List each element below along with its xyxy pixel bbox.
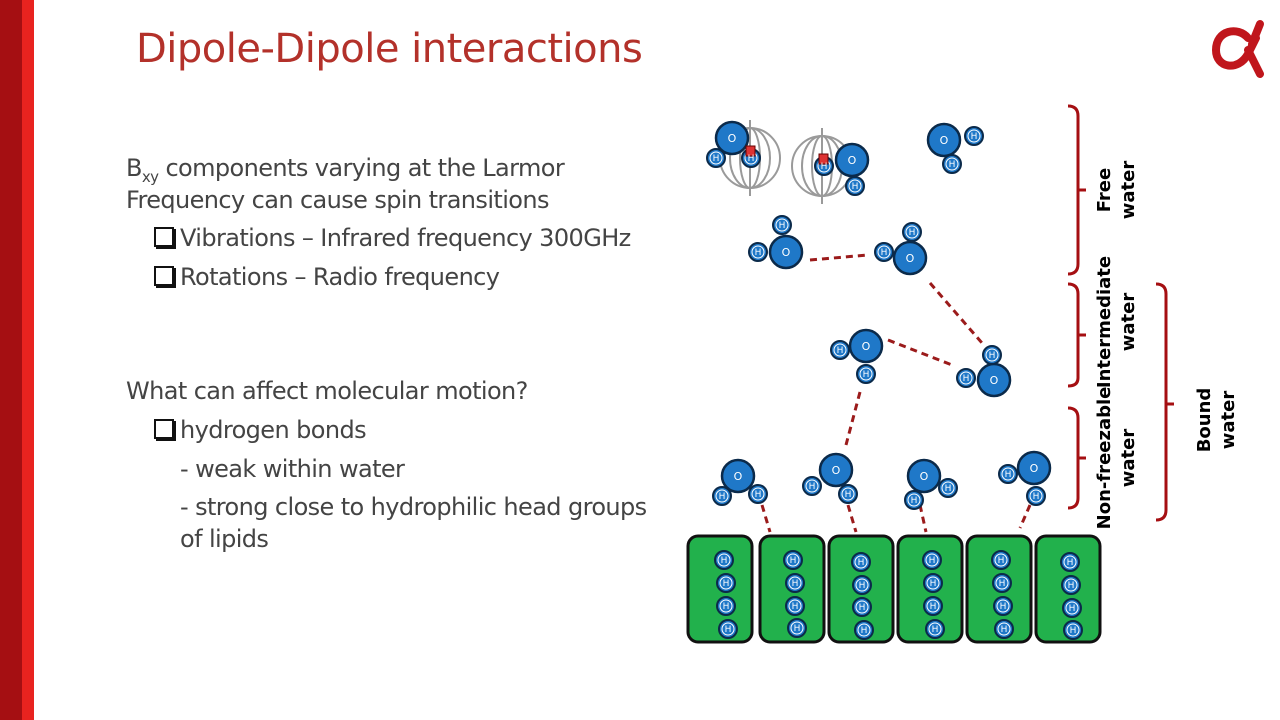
accent-bar-light	[22, 0, 34, 720]
hydrogen-label: H	[859, 603, 866, 613]
hydrogen-label: H	[1068, 581, 1075, 591]
hydrogen-labels: H H H H H H H H H H H H H H H H H H H H H H H H H H H H H H H H H H H H H H H H…	[713, 132, 1077, 636]
hydrogen-label: H	[858, 558, 865, 568]
alpha-logo-icon	[1211, 20, 1264, 78]
hydrogen-label: H	[949, 160, 956, 170]
hydrogen-label: H	[821, 162, 828, 172]
bullet-rotations: Rotations – Radio frequency	[154, 263, 500, 291]
hydrogen-label: H	[755, 490, 762, 500]
hydrogen-label: H	[911, 496, 918, 506]
label-bound-1: Bound	[1194, 388, 1215, 453]
hydrogen-label: H	[721, 556, 728, 566]
oxygen-label: O	[990, 374, 999, 387]
hydrogen-label: H	[748, 154, 755, 164]
oxygen-label: O	[848, 154, 857, 167]
sub-weak: - weak within water	[180, 455, 405, 483]
question-text: What can affect molecular motion?	[126, 377, 528, 405]
label-intermediate-2: water	[1118, 293, 1139, 352]
hydrogen-label: H	[713, 154, 720, 164]
sub-strong-line1: - strong close to hydrophilic head group…	[180, 493, 647, 521]
accent-bar-dark	[0, 0, 22, 720]
hydrogen-label: H	[971, 132, 978, 142]
hydrogen-label: H	[1070, 626, 1077, 636]
slide-title: Dipole-Dipole interactions	[136, 26, 643, 72]
hydrogen-label: H	[909, 228, 916, 238]
hydrogen-label: H	[719, 492, 726, 502]
hydrogen-label: H	[845, 490, 852, 500]
hydrogen-label: H	[779, 221, 786, 231]
oxygen-label: O	[782, 246, 791, 259]
hydrogen-label: H	[837, 346, 844, 356]
hydrogen-bond-lines	[760, 253, 1032, 533]
label-bound-2: water	[1218, 391, 1239, 450]
label-nonfreezable-1: Non-freezable	[1094, 387, 1115, 530]
hydrogen-label: H	[998, 556, 1005, 566]
bullet-vibrations: Vibrations – Infrared frequency 300GHz	[154, 224, 631, 252]
hydrogen-label: H	[1033, 492, 1040, 502]
bullet-hydrogen-bonds: hydrogen bonds	[154, 416, 367, 444]
bxy-line1: Bxy components varying at the Larmor	[126, 154, 565, 186]
hydrogen-label: H	[792, 579, 799, 589]
hydrogen-label: H	[932, 625, 939, 635]
hydrogen-label: H	[963, 374, 970, 384]
atom-labels: O O O O O O O O O O O	[728, 132, 1039, 483]
oxygen-label: O	[920, 470, 929, 483]
hydrogen-label: H	[792, 602, 799, 612]
hydrogen-label: H	[852, 182, 859, 192]
oxygen-label: O	[734, 470, 743, 483]
hydrogen-label: H	[859, 581, 866, 591]
sub-strong-line2: of lipids	[180, 525, 269, 553]
label-intermediate-1: Intermediate	[1094, 256, 1115, 388]
water-molecules	[706, 120, 1052, 510]
hydrogen-label: H	[794, 624, 801, 634]
brackets	[1067, 104, 1174, 522]
hydrogen-label: H	[1001, 625, 1008, 635]
hydrogen-label: H	[723, 602, 730, 612]
hydrogen-label: H	[929, 556, 936, 566]
checkbox-icon	[154, 266, 174, 286]
hydrogen-label: H	[1067, 558, 1074, 568]
hydrogen-label: H	[755, 248, 762, 258]
water-diagram: O O O O O O O O O O O	[686, 104, 1239, 644]
oxygen-label: O	[940, 134, 949, 147]
hydrogen-label: H	[861, 626, 868, 636]
hydrogen-label: H	[930, 579, 937, 589]
hydrogen-label: H	[881, 248, 888, 258]
label-nonfreezable-2: water	[1118, 429, 1139, 488]
oxygen-label: O	[832, 464, 841, 477]
hydrogen-label: H	[1069, 604, 1076, 614]
hydrogen-label: H	[945, 484, 952, 494]
checkbox-icon	[154, 227, 174, 247]
lipid-head-groups	[686, 534, 1102, 644]
label-free-2: water	[1118, 161, 1139, 220]
hydrogen-label: H	[930, 602, 937, 612]
oxygen-label: O	[906, 252, 915, 265]
checkbox-icon	[154, 419, 174, 439]
hydrogen-label: H	[999, 579, 1006, 589]
hydrogen-label: H	[809, 482, 816, 492]
hydrogen-label: H	[723, 579, 730, 589]
hydrogen-label: H	[790, 556, 797, 566]
oxygen-label: O	[862, 340, 871, 353]
oxygen-label: O	[728, 132, 737, 145]
hydrogen-label: H	[863, 370, 870, 380]
label-free-1: Free	[1094, 168, 1115, 212]
oxygen-label: O	[1030, 462, 1039, 475]
hydrogen-label: H	[1000, 602, 1007, 612]
bxy-line2: Frequency can cause spin transitions	[126, 186, 549, 214]
hydrogen-label: H	[989, 351, 996, 361]
hydrogen-label: H	[1005, 470, 1012, 480]
hydrogen-label: H	[725, 625, 732, 635]
